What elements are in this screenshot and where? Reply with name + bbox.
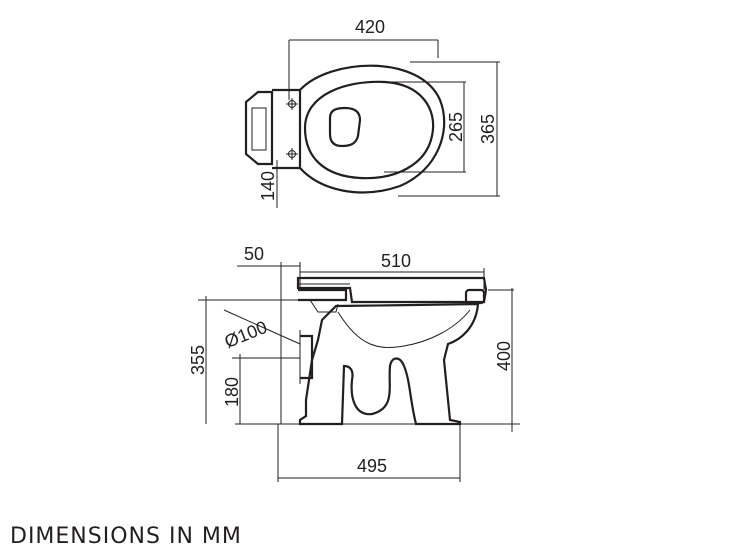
- plan-seat-outline: [303, 80, 435, 180]
- dim-label-400: 400: [494, 341, 514, 371]
- side-view: 50 510 355 Ø100 180 400 495: [188, 244, 520, 482]
- dim-label-510: 510: [381, 251, 411, 271]
- dim-label-365: 365: [478, 114, 498, 144]
- dimensions-caption: DIMENSIONS IN MM: [10, 524, 242, 549]
- plan-bowl-outline: [299, 64, 446, 194]
- plan-hinge-plate: [272, 88, 302, 170]
- dim-label-140: 140: [258, 171, 278, 201]
- dim-label-265: 265: [446, 112, 466, 142]
- plan-hinge-bolts: [286, 98, 298, 160]
- dim-label-495: 495: [357, 456, 387, 476]
- dim-label-180: 180: [222, 377, 242, 407]
- side-bowl-body: [298, 302, 480, 426]
- plan-bowl-opening: [328, 106, 362, 148]
- dim-label-355: 355: [188, 345, 208, 375]
- dim-label-420: 420: [355, 17, 385, 37]
- dim-label-50: 50: [244, 244, 264, 264]
- plan-cistern-block: [244, 90, 274, 166]
- dim-label-diameter-100: Ø100: [222, 317, 270, 352]
- side-outlet-pipe: [300, 334, 314, 380]
- plan-view: 420 265 365 140: [244, 17, 500, 208]
